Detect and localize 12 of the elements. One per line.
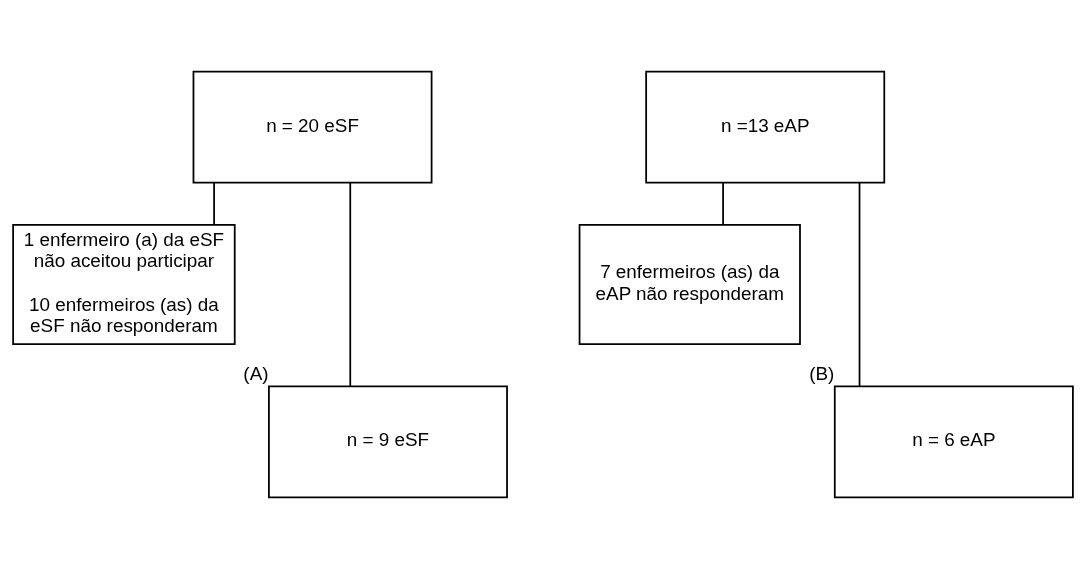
node-box: 1 enfermeiro (a) da eSF não aceitou participar 10 enfermeiros (as) da eSF não responderam	[12, 223, 236, 345]
connector	[722, 181, 724, 226]
node-label: (A)	[243, 362, 269, 384]
connector	[858, 181, 861, 387]
node-box: n = 9 eSF	[268, 385, 508, 498]
node-box: n = 20 eSF	[192, 70, 433, 183]
node-box: n = 6 eAP	[833, 385, 1074, 498]
connector	[349, 181, 352, 387]
node-label: (B)	[809, 362, 835, 384]
node-box: n =13 eAP	[645, 70, 886, 183]
connector	[213, 181, 215, 226]
node-box: 7 enfermeiros (as) da eAP não responderam	[578, 223, 801, 345]
